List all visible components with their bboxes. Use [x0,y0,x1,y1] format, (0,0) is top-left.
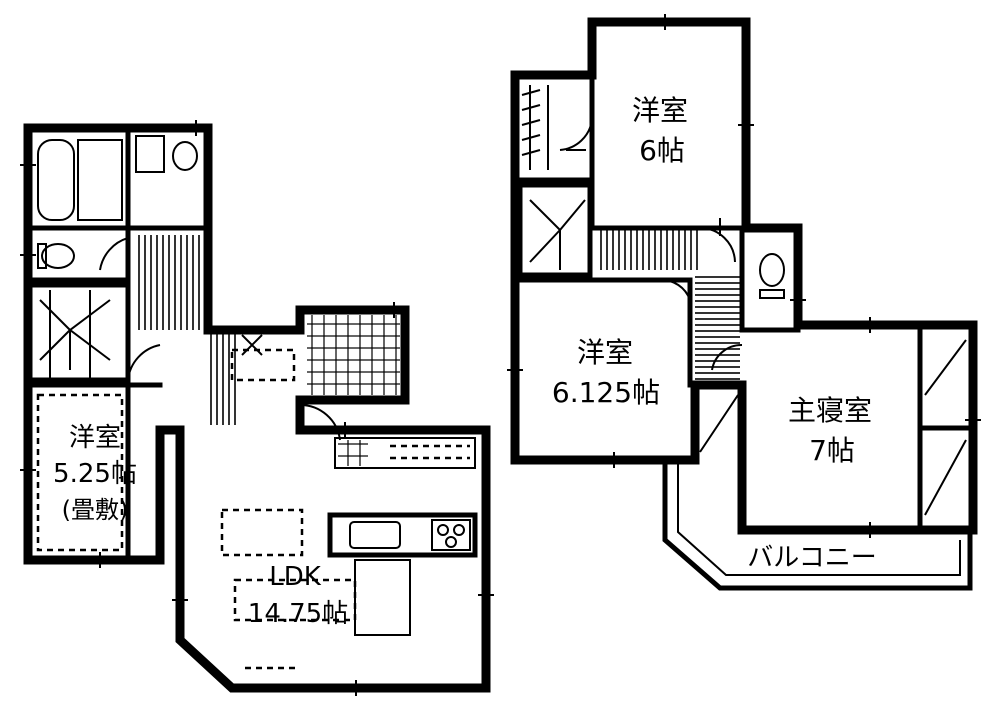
stairs-2f [695,275,740,380]
entrance-tile [307,315,400,395]
kitchen [327,437,478,558]
kitchen-counter [327,512,478,558]
living-table [354,559,411,636]
entrance [230,315,408,441]
hallway-2f [598,230,698,270]
sofa [233,578,357,622]
staircase-1f [25,282,131,383]
western-room-1f-note: (畳敷) [62,496,129,524]
first-floor: 洋室 5.25帖 (畳敷) LDK 14.75帖 [20,120,494,696]
tatami-closet [36,393,124,552]
western-room-north-name: 洋室 [632,94,688,127]
first-floor-outer-wall [23,123,491,693]
toilet-icon [41,243,75,269]
ldk-size: 14.75帖 [248,599,348,629]
balcony [662,457,973,591]
closet-2f [512,85,595,183]
toilet-2f [759,253,785,299]
western-room-south-size: 6.125帖 [552,376,660,409]
sink-icon [349,521,401,549]
western-room-south-name: 洋室 [577,336,633,369]
ldk-name: LDK [269,562,322,592]
washing-machine [172,141,198,171]
back-counter [334,437,476,469]
second-floor-outer-wall [510,17,978,535]
master-bedroom-name: 主寝室 [788,394,872,427]
staircase-2f [517,182,593,278]
western-room-1f-size: 5.25帖 [53,459,137,489]
western-room-1f-name: 洋室 [69,423,121,453]
master-bedroom-size: 7帖 [809,434,855,467]
master-closet [917,327,976,528]
bathtub [37,139,75,221]
toilet-1f [25,225,131,283]
vanity-sink [135,135,165,173]
washing-area [77,139,123,221]
hallway-stairs [138,235,206,330]
bathroom [25,125,131,231]
balcony-name: バルコニー [747,543,876,573]
toilet-icon [759,253,785,287]
stove-icon [431,519,471,551]
second-floor: 洋室 6帖 洋室 6.125帖 主寝室 7帖 バルコニー [507,14,981,591]
washroom [125,135,211,231]
dining-table [220,508,304,557]
western-room-north-size: 6帖 [639,134,685,167]
